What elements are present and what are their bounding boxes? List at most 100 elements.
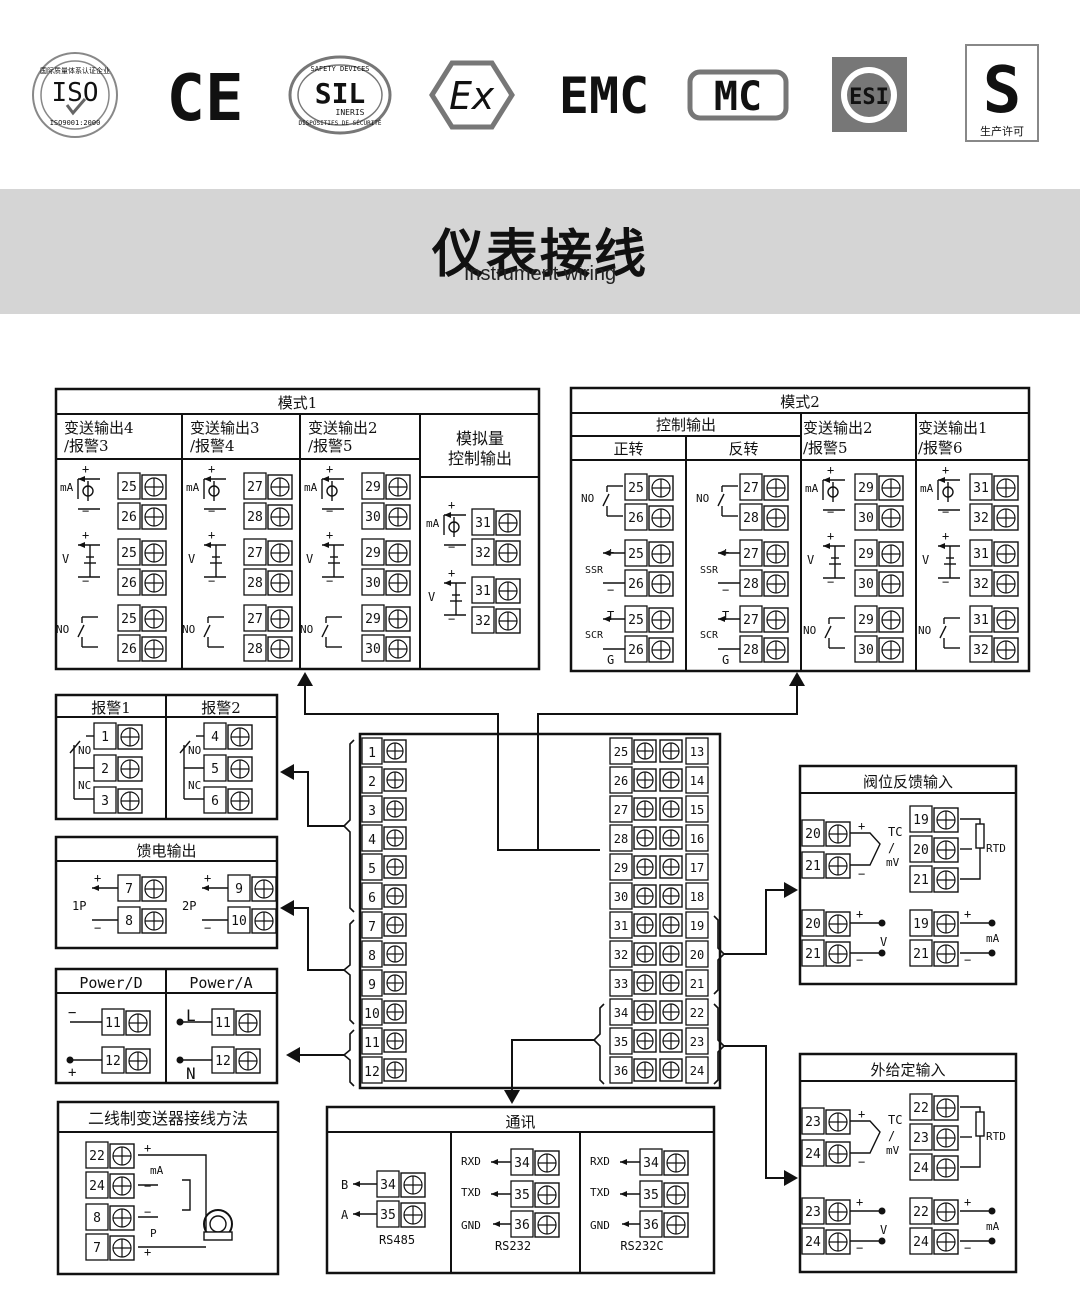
rs232-label: RS232C: [620, 1239, 663, 1253]
screw-icon: [117, 724, 143, 750]
screw-icon: [763, 505, 789, 531]
screw-icon: [267, 570, 293, 596]
rtd-resistor-icon: [975, 823, 985, 849]
terminal-number: 1: [101, 730, 109, 745]
wire: [511, 1039, 594, 1090]
screw-icon: [933, 1125, 959, 1151]
power-l-label: L: [186, 1006, 196, 1025]
terminal-number: 9: [235, 882, 243, 897]
arrow-left-icon: [204, 476, 211, 482]
terminal-number-box: [685, 969, 709, 997]
terminal-number-box: [471, 538, 495, 566]
arrow-left-icon: [353, 1211, 360, 1217]
rs232-label: RS232: [495, 1239, 531, 1253]
terminal-number-box: [117, 634, 141, 662]
terminal-number-box: [801, 939, 825, 967]
terminal-number-box: [609, 824, 633, 852]
terminal-number: 4: [211, 730, 219, 745]
screw-icon: [933, 941, 959, 967]
terminal-number-box: [685, 998, 709, 1026]
terminal-number-box: [361, 604, 385, 632]
screw-icon: [878, 637, 904, 663]
ssr-label: SSR: [700, 565, 719, 576]
terminal-number: 6: [211, 794, 219, 809]
terminal-number-box: [854, 539, 878, 567]
minus-sign: −: [208, 504, 215, 518]
mode2-col-heading: 变送输出2: [803, 419, 873, 437]
terminal-number-box: [117, 502, 141, 530]
screw-icon: [878, 505, 904, 531]
ex-label: Ex: [449, 74, 495, 118]
terminal-number-box: [609, 940, 633, 968]
screw-icon: [109, 1205, 135, 1231]
terminal-number-box: [854, 635, 878, 663]
mode2-col-heading: /报警5: [803, 439, 848, 457]
terminal-dot-icon: [66, 1056, 74, 1064]
wire: [724, 1045, 784, 1179]
arrow-left-icon: [280, 764, 294, 780]
comm-panel: [325, 1105, 716, 1275]
terminal-number-box: [361, 969, 383, 997]
terminal-number: 8: [368, 949, 376, 964]
no-label: NO: [918, 624, 931, 637]
terminal-number: 30: [365, 510, 381, 525]
terminal-number: 21: [690, 977, 704, 991]
screw-icon: [267, 540, 293, 566]
terminal-number-box: [909, 1227, 933, 1255]
terminal-number: 26: [628, 511, 644, 526]
screw-icon: [383, 797, 407, 821]
terminal-number-box: [969, 503, 993, 531]
screw-icon: [383, 826, 407, 850]
terminal-number-box: [969, 635, 993, 663]
terminal-number-box: [361, 538, 385, 566]
scr-t-label: T: [607, 609, 614, 623]
terminal-number-box: [801, 909, 825, 937]
screw-icon: [763, 475, 789, 501]
terminal-number: 32: [973, 577, 989, 592]
terminal-dot-icon: [988, 949, 996, 957]
title-band: [0, 189, 1080, 314]
terminal-number: 32: [614, 948, 628, 962]
page-title: 仪表接线: [431, 225, 648, 285]
power-a-heading: Power/A: [189, 974, 252, 992]
terminal-number: 27: [247, 612, 263, 627]
ma-label: mA: [150, 1164, 164, 1177]
screw-icon: [385, 606, 411, 632]
screw-icon: [117, 788, 143, 814]
terminal-number: 21: [805, 859, 821, 874]
sil-sub: INERIS: [336, 108, 365, 117]
screw-icon: [933, 807, 959, 833]
ma-label: mA: [186, 481, 200, 494]
minus-sign: −: [82, 574, 89, 588]
ex-hexagon-icon: Ex: [429, 60, 515, 130]
terminal-number: 28: [247, 510, 263, 525]
terminal-number-box: [609, 969, 633, 997]
terminal-number: 31: [973, 613, 989, 628]
rxd-label: RXD: [461, 1155, 481, 1168]
terminal-number: 19: [690, 919, 704, 933]
terminal-number: 32: [475, 614, 491, 629]
screw-icon: [659, 768, 683, 792]
sil-seal-icon: SAFETY DEVICES SIL INERIS DISPOSITIFS DE…: [288, 55, 392, 135]
screw-icon: [383, 971, 407, 995]
terminal-number: 30: [858, 577, 874, 592]
terminal-number-box: [609, 998, 633, 1026]
terminal-dot-icon: [988, 1237, 996, 1245]
wire: [203, 624, 211, 638]
screw-icon: [825, 1141, 851, 1167]
terminal-number-box: [243, 538, 267, 566]
terminal-number-box: [801, 1107, 825, 1135]
terminal-number-box: [909, 939, 933, 967]
screw-icon: [383, 1058, 407, 1082]
scr-g-label: G: [607, 653, 614, 667]
terminal-number: 13: [690, 745, 704, 759]
bracket: [342, 1029, 355, 1087]
screw-icon: [633, 1058, 657, 1082]
terminal-number: 32: [973, 643, 989, 658]
terminal-number-box: [969, 473, 993, 501]
screw-icon: [659, 1000, 683, 1024]
terminal-number: 29: [858, 481, 874, 496]
minus-sign: −: [942, 575, 949, 589]
power-n-label: N: [186, 1064, 196, 1083]
transmitter-icon: [209, 1215, 227, 1233]
